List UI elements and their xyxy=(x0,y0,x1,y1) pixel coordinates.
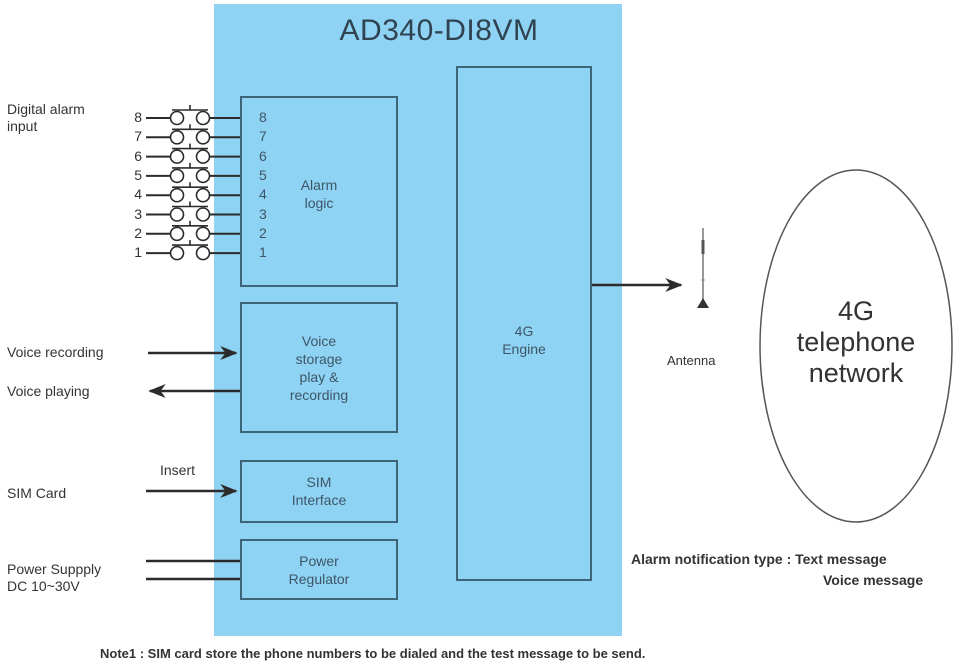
digital-alarm-input-line2: input xyxy=(7,118,38,134)
4g-engine-label-line2: Engine xyxy=(502,341,546,357)
4g-engine-block: 4G Engine xyxy=(456,66,592,581)
insert-label: Insert xyxy=(160,462,196,478)
alarm-pin-external: 7 xyxy=(134,128,142,145)
alarm-pin-external: 4 xyxy=(134,186,142,203)
device-model-title: AD340-DI8VM xyxy=(339,14,539,47)
network-label-line1: 4G xyxy=(837,296,875,326)
power-supply-line2: DC 10~30V xyxy=(7,578,80,594)
alarm-input-switch xyxy=(146,201,240,222)
voice-storage-label-line2: storage xyxy=(295,351,343,367)
digital-alarm-input-label: Digital alarm input xyxy=(7,101,85,135)
alarm-input-switch xyxy=(146,124,240,145)
alarm-input-switch xyxy=(146,105,240,126)
network-label-line2: telephone xyxy=(796,327,916,357)
power-regulator-block: Power Regulator xyxy=(240,539,398,600)
footnote: Note1 : SIM card store the phone numbers… xyxy=(100,646,646,661)
alarm-pin-internal: 3 xyxy=(259,205,267,222)
digital-alarm-input-line1: Digital alarm xyxy=(7,101,85,117)
alarm-pin-internal: 6 xyxy=(259,147,267,164)
4g-engine-label-line1: 4G xyxy=(514,323,534,339)
alarm-logic-block: Alarm logic xyxy=(240,96,398,287)
alarm-pin-external: 2 xyxy=(134,224,142,241)
voice-storage-label-line4: recording xyxy=(289,387,349,403)
alarm-pin-internal: 2 xyxy=(259,224,267,241)
voice-storage-label-line3: play & xyxy=(299,369,339,385)
voice-storage-label-line1: Voice xyxy=(301,333,337,349)
notification-type-label: Alarm notification type : xyxy=(631,551,792,567)
alarm-pin-external: 3 xyxy=(134,205,142,222)
antenna-icon xyxy=(697,228,709,308)
sim-interface-label-line1: SIM xyxy=(306,474,332,490)
alarm-input-switch xyxy=(146,240,240,261)
alarm-input-switch xyxy=(146,182,240,203)
alarm-pin-external: 1 xyxy=(134,244,142,261)
network-label: 4G telephone network xyxy=(760,296,952,389)
power-regulator-label-line2: Regulator xyxy=(288,571,350,587)
alarm-input-switch xyxy=(146,162,240,184)
voice-playing-label: Voice playing xyxy=(7,383,90,399)
antenna-label: Antenna xyxy=(667,353,716,368)
alarm-pin-external: 5 xyxy=(134,166,142,183)
alarm-pin-internal: 1 xyxy=(259,244,267,261)
notification-type-text: Text message xyxy=(795,551,887,567)
notification-type-voice: Voice message xyxy=(823,572,924,588)
alarm-pin-internal: 8 xyxy=(259,109,267,125)
power-regulator-label-line1: Power xyxy=(299,553,339,569)
sim-interface-block: SIM Interface xyxy=(240,460,398,523)
alarm-pin-internal: 7 xyxy=(259,128,267,145)
alarm-pin-internal: 4 xyxy=(259,186,267,203)
voice-storage-block: Voice storage play & recording xyxy=(240,302,398,433)
power-supply-label: Power Suppply DC 10~30V xyxy=(7,561,101,595)
notification-type-row: Alarm notification type : Text message xyxy=(631,551,887,567)
alarm-pin-internal: 5 xyxy=(259,166,267,183)
sim-card-label: SIM Card xyxy=(7,485,67,501)
alarm-logic-label-line1: Alarm xyxy=(300,177,338,193)
voice-recording-label: Voice recording xyxy=(7,344,104,360)
alarm-input-switch xyxy=(146,143,240,164)
sim-interface-label-line2: Interface xyxy=(291,492,347,508)
alarm-logic-label-line2: logic xyxy=(304,195,334,211)
alarm-pin-external: 8 xyxy=(134,109,142,125)
network-label-line3: network xyxy=(808,358,904,388)
power-supply-line1: Power Suppply xyxy=(7,561,102,577)
alarm-pin-external: 6 xyxy=(134,147,142,164)
network-ellipse xyxy=(759,169,953,523)
alarm-input-switch xyxy=(146,220,240,242)
alarm-input-switches xyxy=(146,105,240,261)
